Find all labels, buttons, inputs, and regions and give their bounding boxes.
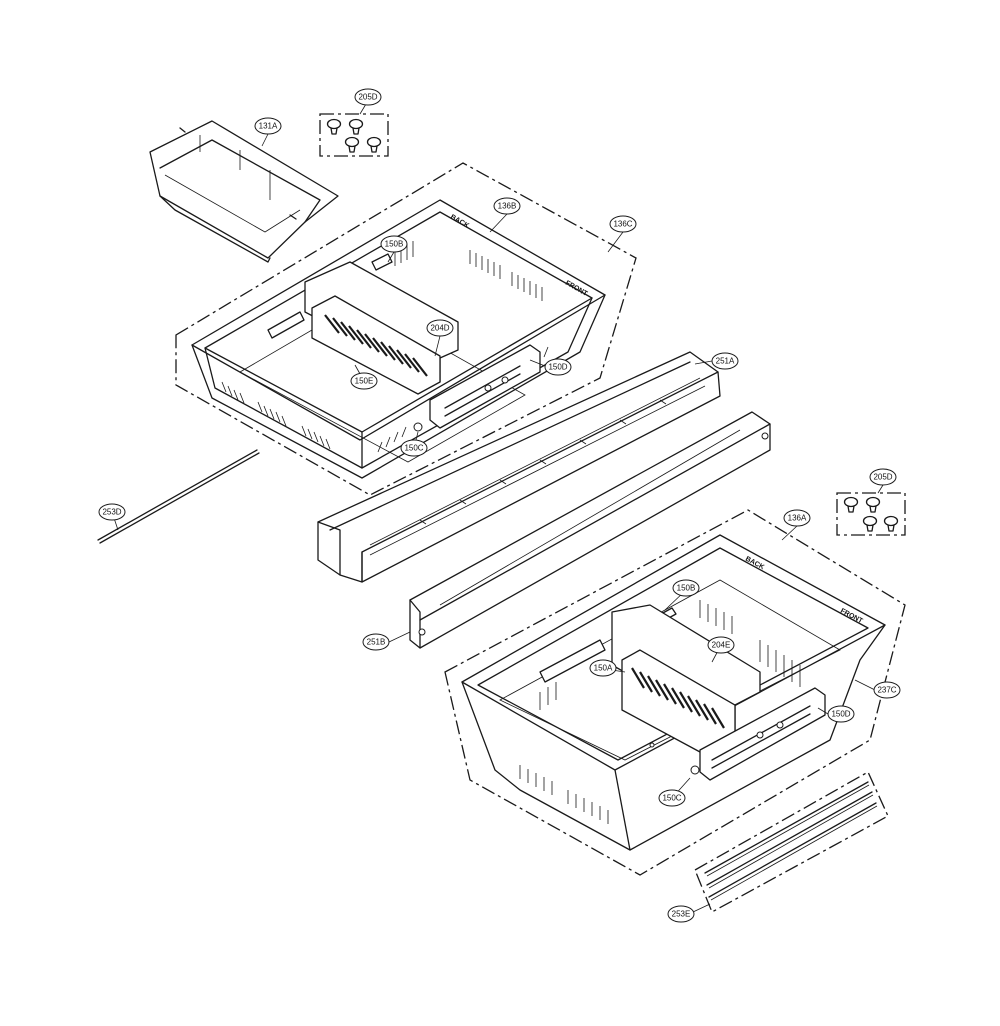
part-131A-bin xyxy=(149,120,339,263)
label-150C-bottom: 150C xyxy=(662,794,681,803)
group-136C-boundary xyxy=(175,162,637,496)
part-253D-rod xyxy=(97,449,260,544)
label-253E: 253E xyxy=(672,910,691,919)
callout-204E: 204E xyxy=(707,636,735,654)
part-136B-upper-basket: BACK FRONT xyxy=(191,199,606,479)
part-251B-rail xyxy=(409,411,771,649)
part-136A-lower-basket: BACK FRONT xyxy=(461,534,886,851)
callout-150D-bottom: 150D xyxy=(827,705,855,723)
callout-251B: 251B xyxy=(362,633,390,651)
group-237C-boundary xyxy=(444,509,906,876)
label-150D-bottom: 150D xyxy=(831,710,850,719)
callout-253E: 253E xyxy=(667,905,695,923)
label-205D-right: 205D xyxy=(873,473,892,482)
callout-136B: 136B xyxy=(493,197,521,215)
label-204D: 204D xyxy=(430,324,449,333)
label-150B-top: 150B xyxy=(385,240,404,249)
label-136C: 136C xyxy=(613,220,632,229)
callout-136A: 136A xyxy=(783,509,811,527)
label-237C: 237C xyxy=(877,686,896,695)
label-150B-bottom: 150B xyxy=(677,584,696,593)
callout-251A: 251A xyxy=(711,352,739,370)
part-205D-caps-top xyxy=(319,113,389,157)
label-150E: 150E xyxy=(355,377,374,386)
label-253D: 253D xyxy=(102,508,121,517)
callout-150B-bottom: 150B xyxy=(672,579,700,597)
label-150C-top: 150C xyxy=(404,444,423,453)
callout-150D-top: 150D xyxy=(544,358,572,376)
part-205D-caps-right xyxy=(836,492,906,536)
part-253E-rods xyxy=(694,771,889,913)
label-136A: 136A xyxy=(788,514,807,523)
callout-150A: 150A xyxy=(589,659,617,677)
callout-136C: 136C xyxy=(609,215,637,233)
part-251A-rail xyxy=(317,351,721,583)
label-251A: 251A xyxy=(716,357,735,366)
label-205D-top: 205D xyxy=(358,93,377,102)
callout-204D: 204D xyxy=(426,319,454,337)
label-136B: 136B xyxy=(498,202,517,211)
callout-253D: 253D xyxy=(98,503,126,521)
label-131A: 131A xyxy=(259,122,278,131)
callout-237C: 237C xyxy=(873,681,901,699)
label-150D-top: 150D xyxy=(548,363,567,372)
callout-150B-top: 150B xyxy=(380,235,408,253)
label-204E: 204E xyxy=(712,641,731,650)
callout-131A: 131A xyxy=(254,117,282,135)
callout-205D-top: 205D xyxy=(354,88,382,106)
callout-150C-bottom: 150C xyxy=(658,789,686,807)
label-251B: 251B xyxy=(367,638,386,647)
callout-205D-right: 205D xyxy=(869,468,897,486)
label-150A: 150A xyxy=(594,664,613,673)
callout-150C-top: 150C xyxy=(400,439,428,457)
callout-150E: 150E xyxy=(350,372,378,390)
